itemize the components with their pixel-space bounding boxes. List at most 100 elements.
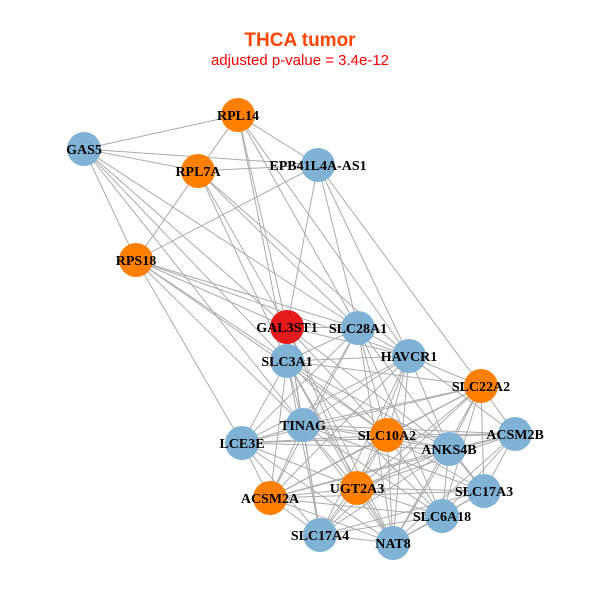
edge [269,497,443,517]
edge [135,259,359,329]
node-epb41l4a-as1: EPB41L4A-AS1 [269,148,367,182]
edge [286,355,410,362]
node-slc17a4: SLC17A4 [291,518,349,552]
node-label: NAT8 [375,537,411,552]
node-label: HAVCR1 [381,350,438,365]
node-gas5: GAS5 [66,132,102,166]
edge [241,442,450,450]
edge [286,360,388,436]
node-circle [119,243,153,277]
edge [269,434,388,499]
node-label: SLC17A3 [455,485,513,500]
node-label: LCE3E [219,437,264,452]
node-label: SLC17A4 [291,529,349,544]
edge [135,259,388,436]
edge [302,385,482,426]
node-gal3st1: GAL3ST1 [256,310,318,344]
node-circle [286,408,320,442]
edge [197,164,319,172]
edge [286,360,321,536]
edge [197,170,288,328]
node-slc3a1: SLC3A1 [261,344,313,378]
edge [356,433,516,489]
node-label: RPL14 [217,109,259,124]
edge [356,487,485,492]
edge [135,170,199,261]
edge [302,327,359,426]
edge [392,385,482,544]
edge [83,114,239,150]
edge [302,424,485,492]
node-circle [340,471,374,505]
edge [480,385,485,492]
edge [319,490,485,536]
node-circle [392,339,426,373]
edge [83,148,288,362]
edge [241,385,482,444]
node-circle [498,417,532,451]
edge [386,434,485,492]
edge [83,148,137,261]
edge [357,327,485,492]
edge [237,114,288,328]
node-circle [67,132,101,166]
node-label: RPS18 [116,254,156,269]
node-circle [181,154,215,188]
edge [135,259,288,362]
edge [286,360,482,387]
figure-title: THCA tumor [244,30,356,51]
edge [286,326,388,436]
edge [269,360,288,499]
edge [392,355,410,544]
node-havcr1: HAVCR1 [381,339,438,373]
node-label: GAL3ST1 [256,321,317,336]
edge [135,259,243,444]
node-slc6a18: SLC6A18 [413,499,471,533]
node-acsm2b: ACSM2B [486,417,544,451]
node-nat8: NAT8 [375,526,411,560]
edge [197,170,359,329]
node-slc10a2: SLC10A2 [358,418,416,452]
edge [302,424,516,435]
edge [83,148,288,328]
edge [408,355,516,435]
node-label: GAS5 [66,143,102,158]
node-circle [425,499,459,533]
edge [286,164,319,328]
node-label: RPL7A [175,165,221,180]
edge [135,164,319,261]
figure-subtitle: adjusted p-value = 3.4e-12 [210,52,390,69]
node-label: TINAG [280,419,326,434]
edge [357,327,388,436]
edge [83,148,359,329]
node-label: UGT2A3 [330,482,384,497]
edge [241,434,388,444]
node-circle [464,369,498,403]
node-circle [253,481,287,515]
node-circle [303,518,337,552]
node-circle [270,310,304,344]
node-circle [270,344,304,378]
edge [319,515,443,536]
edge [286,360,358,489]
edge [286,360,394,544]
edge [269,497,394,544]
edge [237,114,410,357]
node-anks4b: ANKS4B [421,432,477,466]
node-label: ACSM2B [486,428,544,443]
node-rpl7a: RPL7A [175,154,221,188]
node-acsm2a: ACSM2A [241,481,300,515]
node-rpl14: RPL14 [217,98,259,132]
edge [317,164,482,387]
edge [237,114,359,329]
edge [392,433,516,544]
node-circle [341,311,375,345]
node-label: SLC6A18 [413,510,471,525]
node-slc28a1: SLC28A1 [329,311,387,345]
node-rps18: RPS18 [116,243,156,277]
node-ugt2a3: UGT2A3 [330,471,384,505]
edge [83,148,199,172]
node-circle [370,418,404,452]
